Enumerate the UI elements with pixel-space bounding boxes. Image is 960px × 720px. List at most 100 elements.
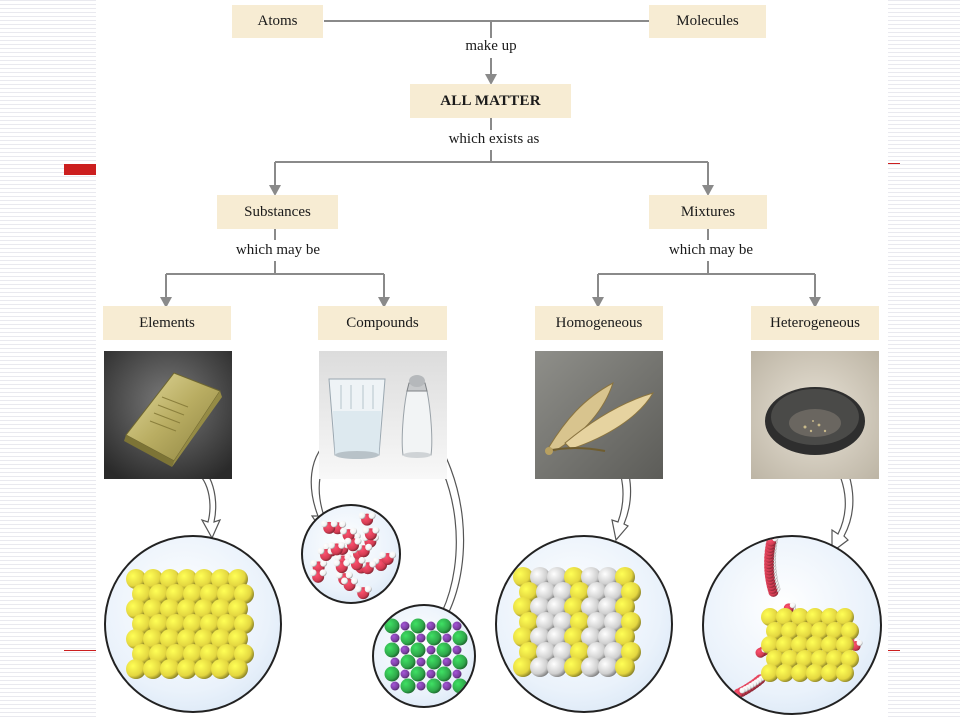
gold-atom	[160, 569, 180, 589]
hydrogen-atom	[350, 527, 358, 535]
hydrogen-atom	[317, 547, 325, 555]
water-molecular-view	[301, 504, 401, 604]
alloy-atom	[547, 567, 567, 587]
alloy-atom	[604, 612, 624, 632]
gold-atom	[126, 629, 146, 649]
slide-margin-left	[0, 0, 96, 720]
alloy-atom	[553, 582, 573, 602]
hydrogen-atom	[333, 559, 341, 567]
hydrogen-atom	[369, 560, 377, 568]
hydrogen-atom	[348, 556, 356, 564]
gold-atom	[177, 569, 197, 589]
hydrogen-atom	[320, 559, 328, 567]
sodium-ion	[416, 681, 426, 691]
gold-atom	[761, 636, 779, 654]
gold-atom	[143, 569, 163, 589]
gold-atom	[200, 614, 220, 634]
gold-atom	[149, 584, 169, 604]
gold-atom	[200, 584, 220, 604]
gold-atom	[183, 614, 203, 634]
alloy-atom	[536, 642, 556, 662]
hydrogen-atom	[330, 520, 338, 528]
gold-atom	[211, 569, 231, 589]
alloy-atom	[530, 597, 550, 617]
gold-atom	[766, 622, 784, 640]
hydrogen-atom	[351, 577, 359, 585]
chlorine-ion	[384, 618, 400, 634]
alloy-atom	[513, 567, 533, 587]
gold-atom	[143, 659, 163, 679]
sodium-ion	[416, 633, 426, 643]
gold-atom	[781, 622, 799, 640]
alloy-atom	[615, 627, 635, 647]
gold-atom	[166, 644, 186, 664]
gold-atom	[183, 644, 203, 664]
alloy-atom	[581, 627, 601, 647]
gold-atom	[143, 599, 163, 619]
alloy-atom	[581, 657, 601, 677]
chlorine-ion	[400, 630, 416, 646]
hydrogen-atom	[334, 553, 342, 561]
alloy-atom	[581, 567, 601, 587]
hydrogen-atom	[358, 556, 366, 564]
sodium-ion	[442, 633, 452, 643]
hydrogen-atom	[368, 512, 376, 520]
alloy-atom	[598, 597, 618, 617]
sodium-ion	[400, 669, 410, 679]
chlorine-ion	[426, 630, 442, 646]
slide-margin-right	[888, 0, 960, 720]
gold-atom	[126, 599, 146, 619]
gold-atom	[217, 644, 237, 664]
gold-atom	[806, 608, 824, 626]
alloy-atom	[530, 627, 550, 647]
gold-atom	[149, 614, 169, 634]
gold-atom	[791, 636, 809, 654]
chlorine-ion	[426, 678, 442, 694]
node-elements: Elements	[103, 306, 231, 340]
gold-atom	[177, 659, 197, 679]
gold-atom	[796, 650, 814, 668]
alloy-atom	[536, 612, 556, 632]
gold-atom	[761, 608, 779, 626]
alloy-atom	[598, 627, 618, 647]
sodium-ion	[390, 633, 400, 643]
homogeneous-alloy-view	[495, 535, 673, 713]
gold-atom	[211, 599, 231, 619]
gold-atom	[811, 650, 829, 668]
hydrogen-atom	[772, 537, 779, 542]
gold-atom	[160, 629, 180, 649]
node-all-matter: ALL MATTER	[410, 84, 571, 118]
gold-atom	[806, 664, 824, 682]
gold-atom	[826, 622, 844, 640]
gold-atom	[761, 664, 779, 682]
gold-atom	[234, 584, 254, 604]
gold-atom	[126, 569, 146, 589]
alloy-atom	[570, 642, 590, 662]
alloy-atom	[621, 642, 641, 662]
hydrogen-atom	[372, 526, 380, 534]
sodium-ion	[426, 645, 436, 655]
alloy-atom	[621, 582, 641, 602]
gold-atom	[796, 622, 814, 640]
hydrogen-atom	[319, 569, 327, 577]
gold-atom	[776, 664, 794, 682]
gold-atom	[791, 664, 809, 682]
alloy-atom	[536, 582, 556, 602]
gold-atom	[177, 599, 197, 619]
alloy-atom	[621, 612, 641, 632]
gold-atom	[194, 629, 214, 649]
hydrogen-atom	[338, 541, 346, 549]
alloy-atom	[564, 567, 584, 587]
chlorine-ion	[452, 630, 468, 646]
node-mixtures: Mixtures	[649, 195, 767, 229]
label-make-up: make up	[452, 38, 530, 55]
chlorine-ion	[436, 666, 452, 682]
gold-pan-photo	[751, 351, 879, 479]
gold-atom	[836, 608, 854, 626]
sodium-ion	[400, 621, 410, 631]
sodium-ion	[452, 621, 462, 631]
gold-atom	[826, 650, 844, 668]
gold-atom	[166, 584, 186, 604]
gold-atom	[132, 614, 152, 634]
chlorine-ion	[384, 642, 400, 658]
